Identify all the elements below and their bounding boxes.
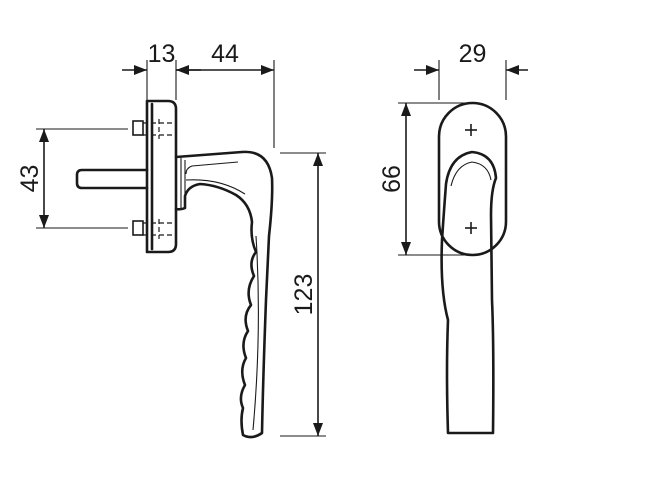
- bottom-screw: [132, 219, 174, 239]
- dimension-label-44: 44: [211, 40, 239, 68]
- dimension-label-13: 13: [148, 40, 176, 68]
- handle-side-profile: [174, 150, 274, 439]
- spindle: [75, 168, 149, 190]
- front-view: 29 66: [378, 40, 528, 435]
- dimension-label-43: 43: [16, 165, 44, 193]
- dimension-44: 44: [176, 40, 275, 148]
- dimension-label-29: 29: [459, 40, 487, 68]
- dimension-43: 43: [16, 128, 128, 229]
- rosette-front: [437, 101, 508, 257]
- dimension-66: 66: [378, 102, 472, 256]
- screw-mark-top: [465, 124, 477, 136]
- screw-mark-bottom: [465, 222, 477, 234]
- handle-front: [440, 150, 498, 435]
- rosette-side-profile: [145, 99, 178, 254]
- side-view: 13 44 43 123: [16, 40, 326, 439]
- dimension-29: 29: [414, 40, 528, 100]
- dimension-123: 123: [280, 152, 326, 437]
- top-screw: [132, 119, 174, 139]
- dimension-label-66: 66: [378, 165, 406, 193]
- dimension-label-123: 123: [290, 274, 318, 316]
